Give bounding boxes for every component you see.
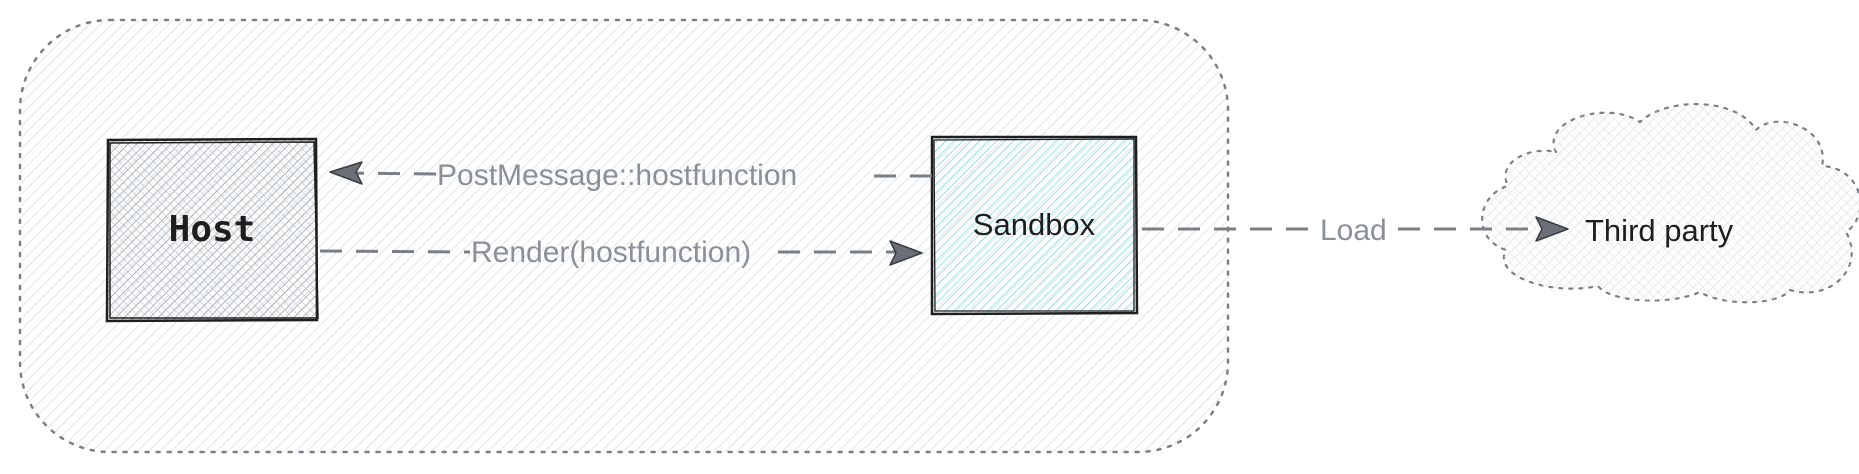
edge-render: Render(hostfunction) (319, 236, 923, 269)
sandbox-node: Sandbox (930, 135, 1139, 316)
edge-load: Load (1142, 214, 1569, 247)
third-party-label: Third party (1585, 213, 1734, 248)
edge-post-message-label: PostMessage::hostfunction (437, 159, 797, 192)
edge-render-label: Render(hostfunction) (471, 236, 751, 269)
host-container (18, 18, 1230, 454)
edge-post-message: PostMessage::hostfunction (329, 159, 932, 192)
sandbox-label: Sandbox (973, 207, 1096, 242)
host-node: Host (105, 137, 319, 323)
edge-load-arrowhead (1535, 216, 1569, 242)
edge-load-label: Load (1320, 214, 1387, 247)
third-party-node: Third party (1481, 102, 1859, 304)
host-label: Host (169, 209, 256, 250)
edge-render-arrowhead (889, 240, 923, 266)
edge-post-message-arrowhead (329, 161, 363, 185)
